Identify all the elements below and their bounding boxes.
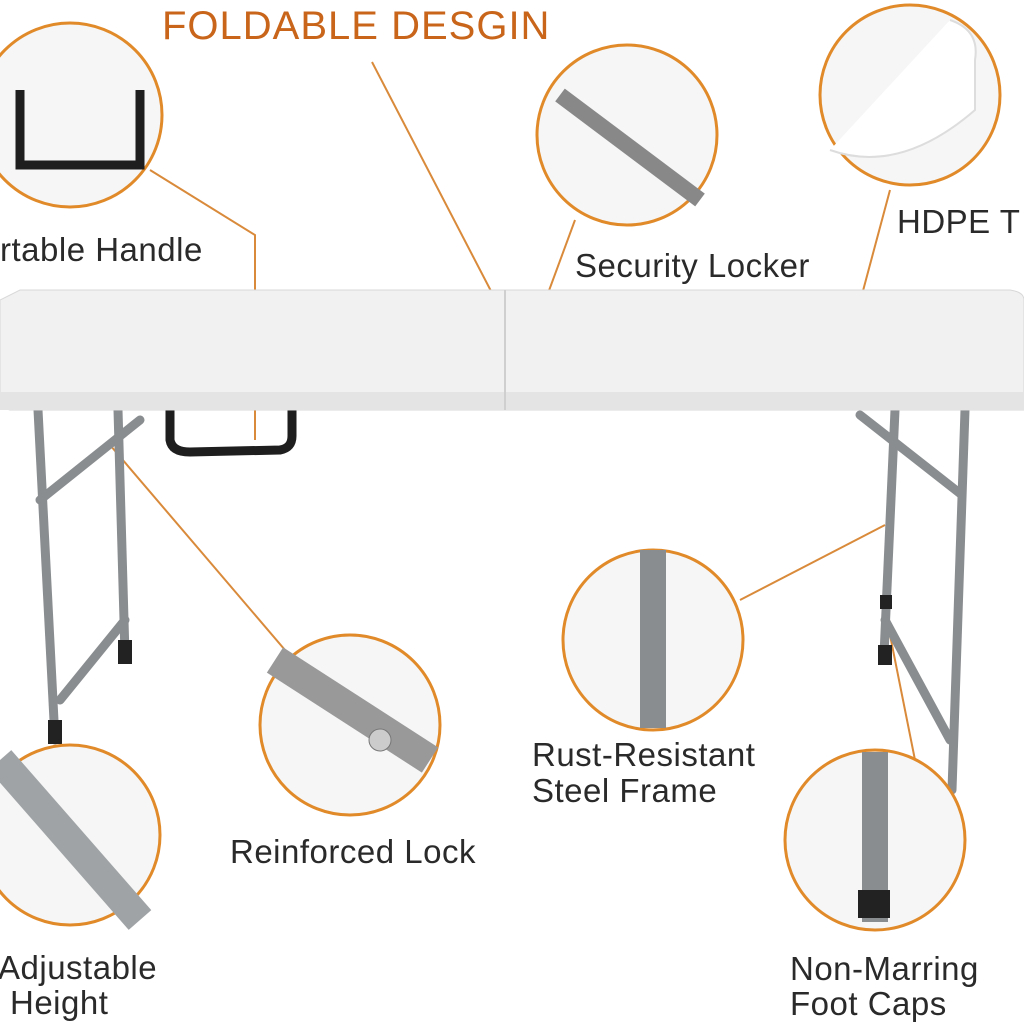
label-steel-frame: Steel Frame — [532, 772, 718, 809]
label-height: Height — [10, 984, 109, 1021]
label-security-locker: Security Locker — [575, 247, 810, 284]
foot-caps — [48, 595, 892, 744]
detail-circles — [0, 3, 1002, 932]
leader-lines — [109, 61, 916, 761]
page-title: FOLDABLE DESGIN — [162, 4, 551, 48]
label-hdpe-top: HDPE T — [897, 203, 1021, 240]
label-portable-handle: rtable Handle — [0, 231, 203, 268]
label-adjustable: Adjustable — [0, 949, 158, 986]
label-reinforced-lock: Reinforced Lock — [230, 833, 476, 870]
handle-strap — [165, 410, 297, 457]
label-rust-resistant: Rust-Resistant — [532, 736, 756, 773]
steel-frame — [33, 405, 970, 795]
label-non-marring: Non-Marring — [790, 950, 979, 987]
label-foot-caps: Foot Caps — [790, 985, 947, 1022]
